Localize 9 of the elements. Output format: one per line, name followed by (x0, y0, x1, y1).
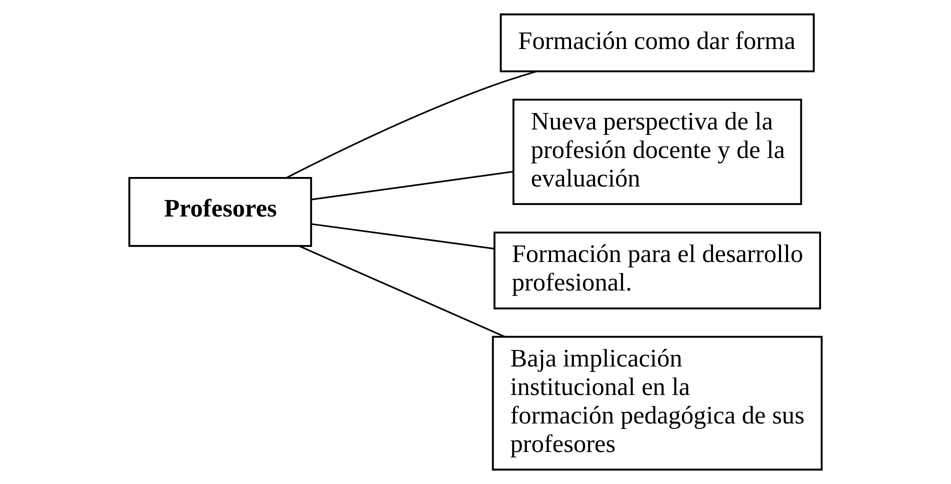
node-box: Profesores (128, 177, 312, 247)
node-box: Baja implicación institucional en la formación pedagógica de sus profesores (492, 336, 823, 471)
connector (286, 70, 537, 179)
node-box: Nueva perspectiva de la profesión docente y de la evaluación (512, 98, 802, 206)
connector (311, 170, 514, 200)
connector (299, 245, 506, 338)
node-box: Formación como dar forma (500, 13, 815, 72)
connector (311, 223, 494, 250)
node-box: Formación para el desarrollo profesional. (494, 232, 822, 310)
